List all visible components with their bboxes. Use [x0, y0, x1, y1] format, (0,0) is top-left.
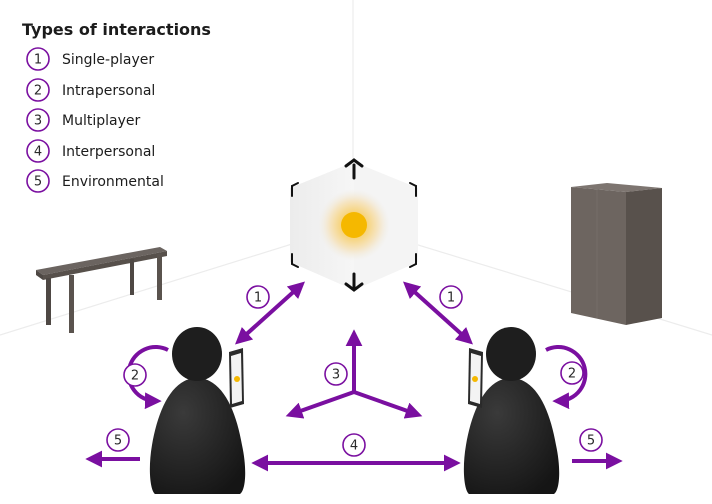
svg-text:3: 3 [332, 368, 340, 383]
shared-virtual-object-icon [290, 158, 418, 292]
svg-text:2: 2 [34, 84, 42, 99]
legend-label: Environmental [62, 174, 164, 190]
marker-interpersonal: 4 [342, 433, 366, 457]
marker-intrapersonal-left: 2 [123, 363, 147, 387]
svg-text:2: 2 [568, 367, 576, 382]
tablet-right-icon [468, 348, 483, 408]
marker-environmental-right: 5 [579, 428, 603, 452]
svg-text:5: 5 [34, 175, 42, 190]
marker-multiplayer: 3 [324, 362, 348, 386]
marker-single-left: 1 [246, 285, 270, 309]
single-player-arrow-left [235, 281, 305, 345]
multiplayer-arrow-right [353, 390, 423, 419]
marker-environmental-left: 5 [106, 428, 130, 452]
legend-label: Intrapersonal [62, 83, 155, 99]
legend-label: Interpersonal [62, 144, 155, 160]
person-right-icon [463, 327, 560, 494]
svg-text:3: 3 [34, 114, 42, 129]
table-icon [36, 247, 167, 333]
legend-item: 1 Single-player [26, 47, 154, 71]
svg-text:5: 5 [587, 434, 595, 449]
svg-text:5: 5 [114, 434, 122, 449]
legend-item: 3 Multiplayer [26, 108, 140, 132]
svg-text:2: 2 [131, 369, 139, 384]
legend-title: Types of interactions [22, 20, 211, 39]
legend-label: Multiplayer [62, 113, 140, 129]
svg-text:1: 1 [34, 53, 42, 68]
cabinet-icon [571, 183, 662, 325]
legend-item: 4 Interpersonal [26, 139, 155, 163]
marker-intrapersonal-right: 2 [560, 361, 584, 385]
marker-single-right: 1 [439, 285, 463, 309]
svg-text:4: 4 [350, 439, 358, 454]
single-player-arrow-right [403, 281, 473, 345]
intrapersonal-loop-right [545, 345, 588, 410]
svg-text:1: 1 [254, 291, 262, 306]
person-left-icon [149, 327, 246, 494]
svg-text:4: 4 [34, 145, 42, 160]
legend-label: Single-player [62, 52, 154, 68]
interaction-arrows [85, 281, 623, 472]
multiplayer-arrow-left [285, 390, 355, 419]
tablet-left-icon [229, 348, 244, 408]
legend: Types of interactions 1 Single-player 2 … [22, 20, 211, 193]
legend-item: 5 Environmental [26, 169, 164, 193]
svg-text:1: 1 [447, 291, 455, 306]
legend-item: 2 Intrapersonal [26, 78, 155, 102]
